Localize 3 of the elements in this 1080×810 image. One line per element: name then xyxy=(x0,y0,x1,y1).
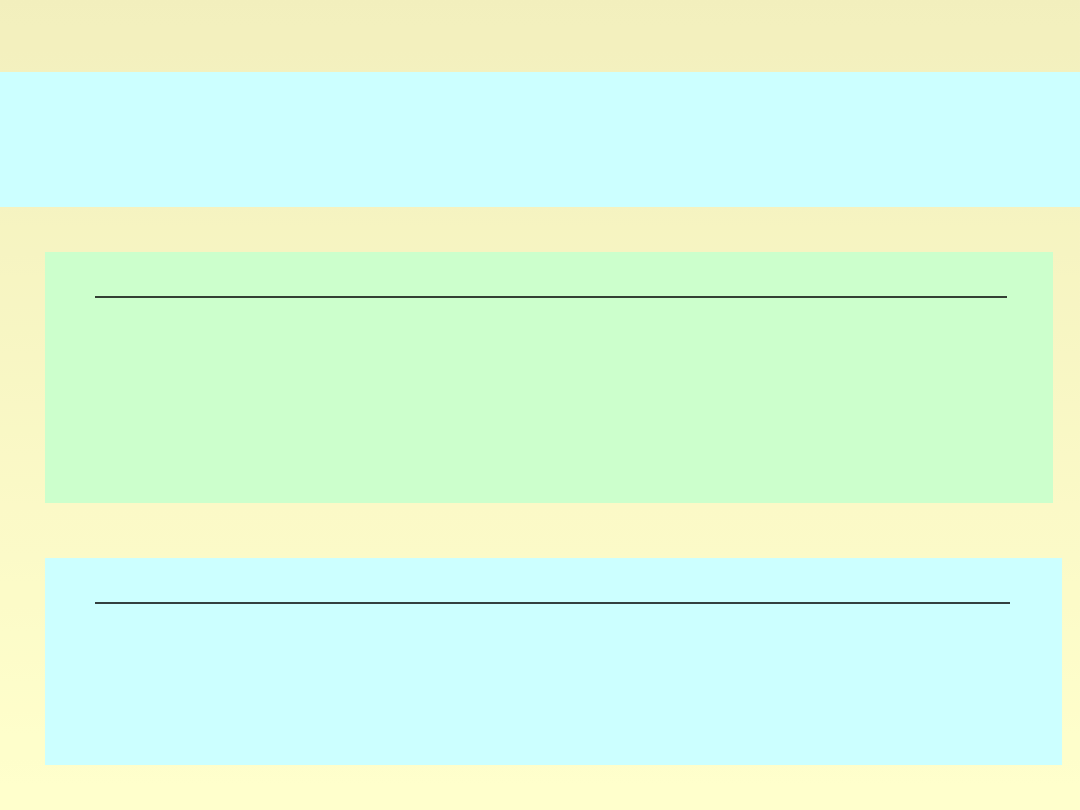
panel xyxy=(45,252,1053,504)
band xyxy=(0,72,1080,208)
panel xyxy=(45,558,1063,766)
